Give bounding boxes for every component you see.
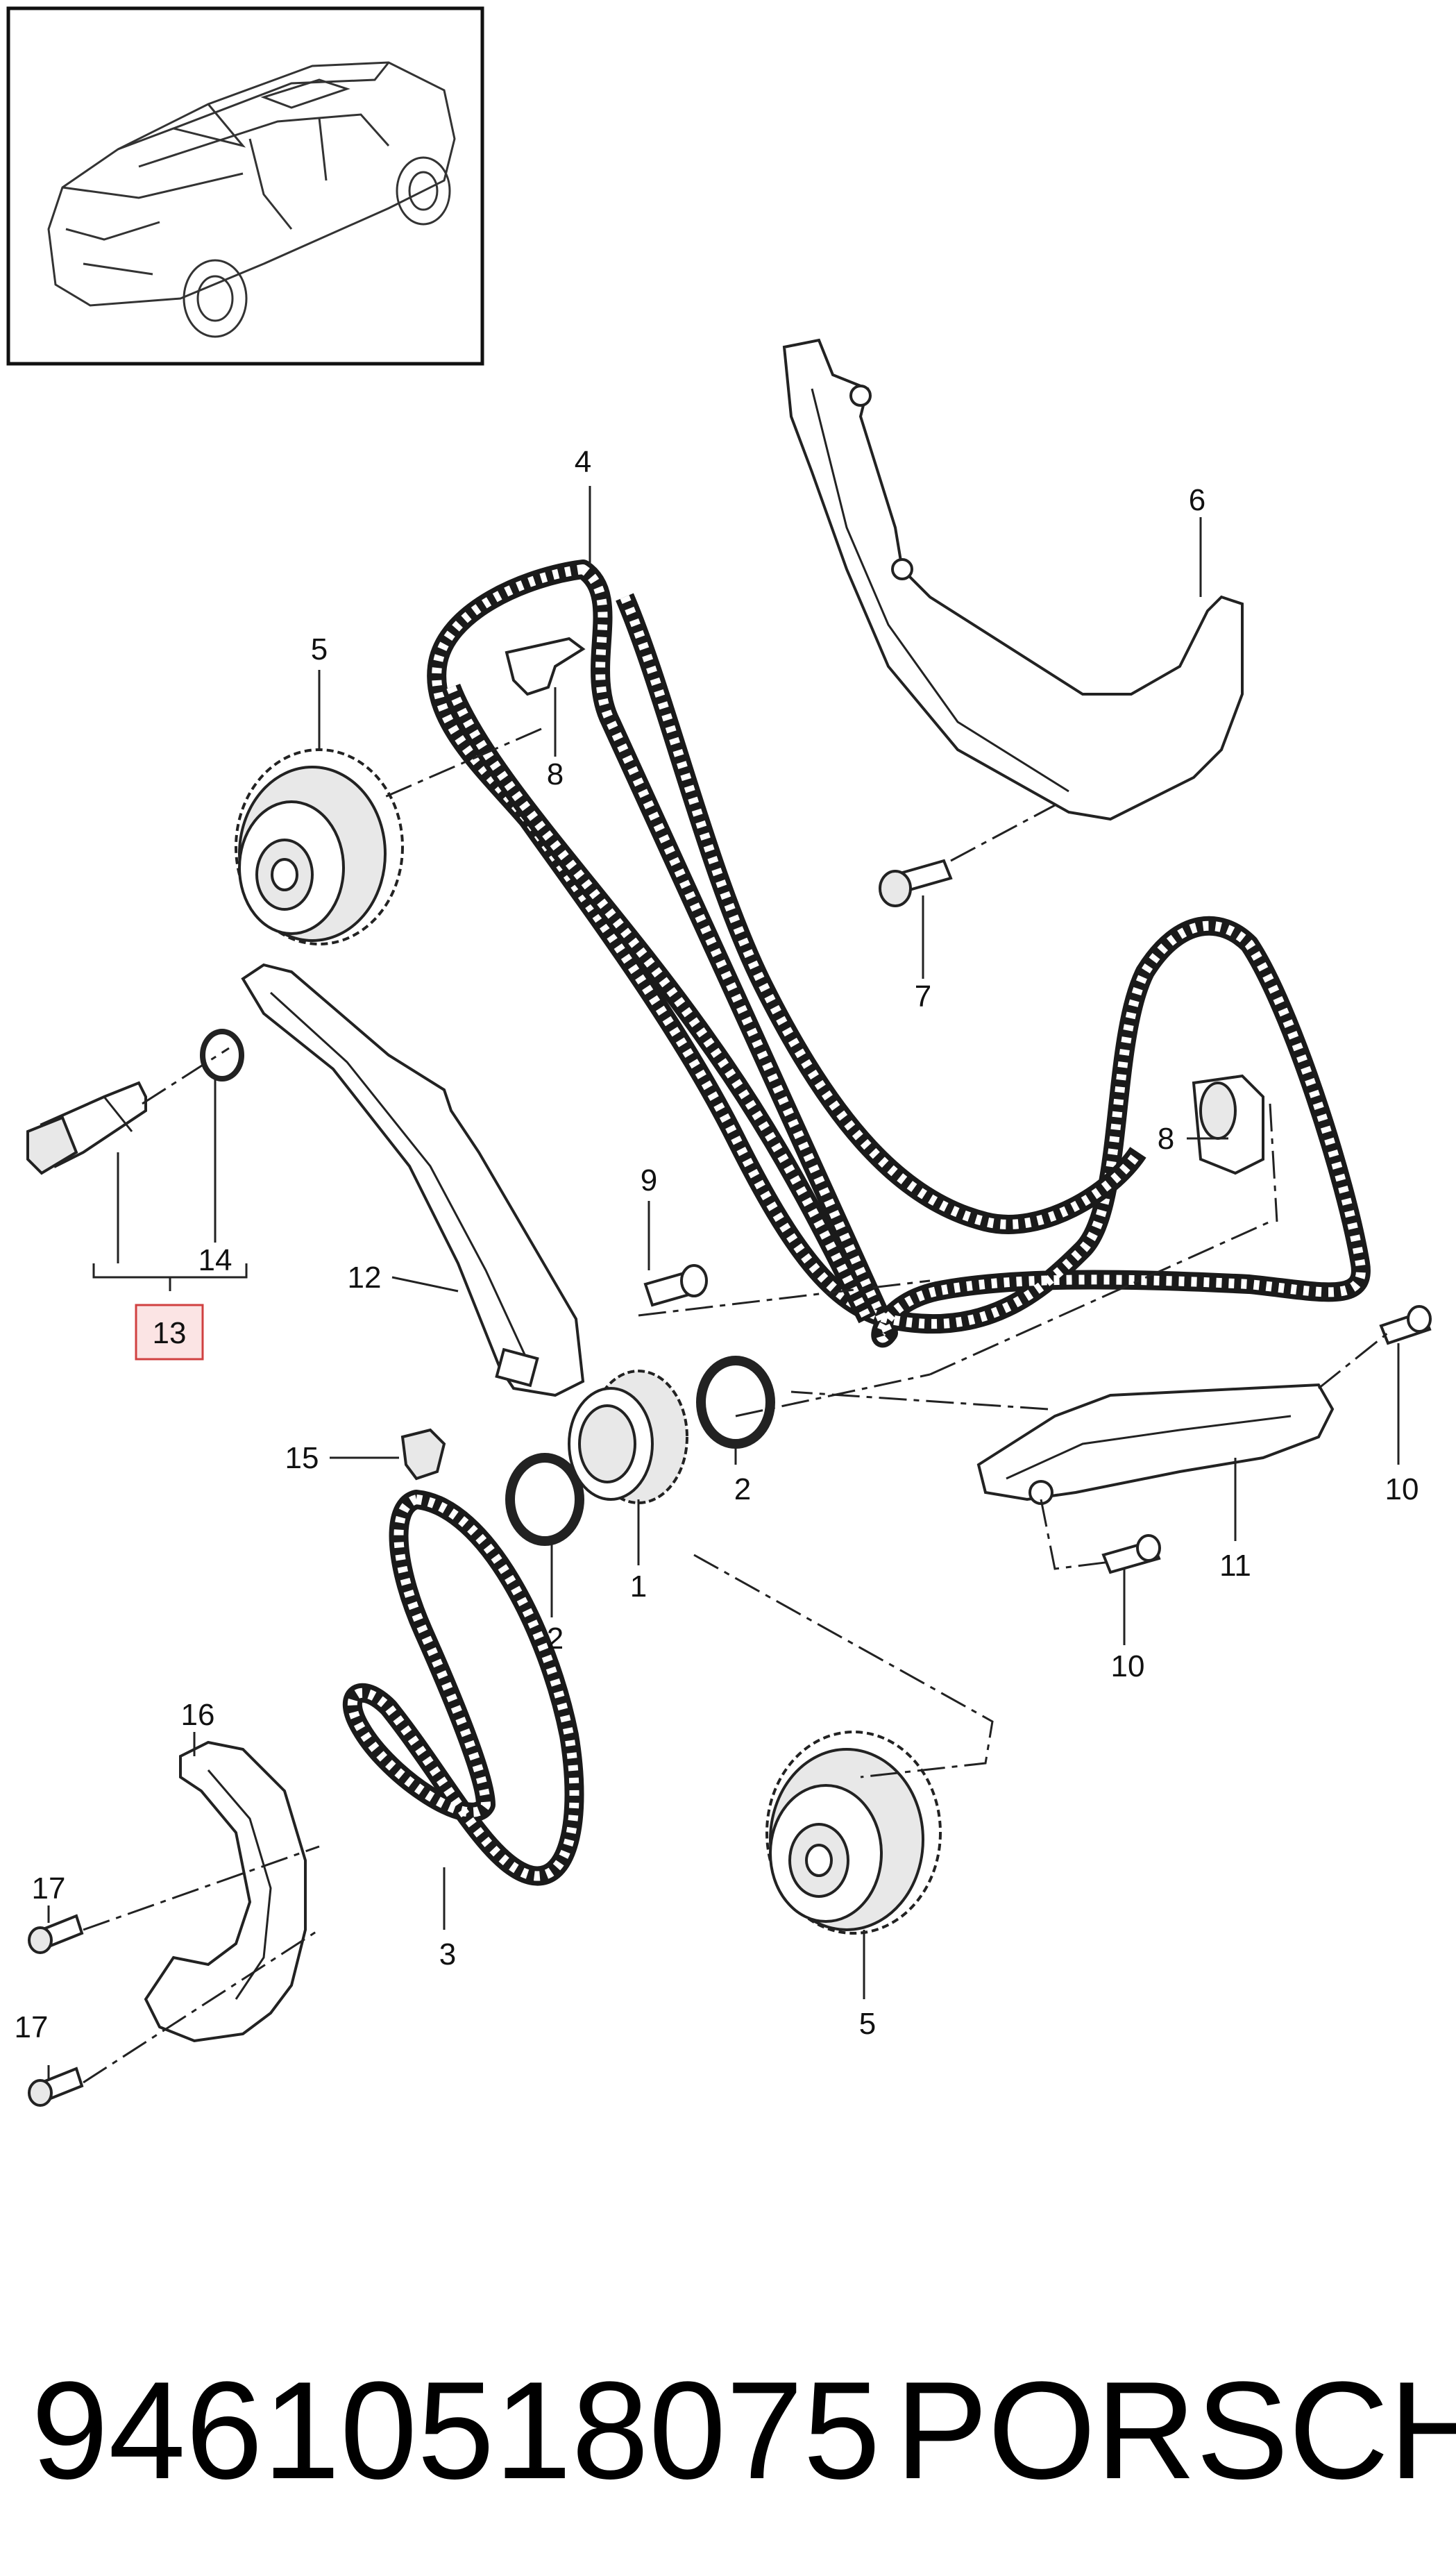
brand-name: PORSCHE	[895, 2353, 1456, 2508]
bolt-10-lower	[1101, 1534, 1161, 1574]
callout-4: 4	[575, 445, 591, 479]
callout-15: 15	[285, 1441, 319, 1475]
footer: 94610518075 PORSCHE	[31, 2353, 1456, 2508]
assembly-lines	[83, 727, 1389, 2084]
callout-7: 7	[915, 979, 931, 1013]
lower-timing-chain	[342, 1490, 584, 1886]
bolt-10-upper	[1379, 1305, 1432, 1345]
camshaft-adjuster-upper	[235, 748, 404, 945]
callout-10-upper: 10	[1385, 1472, 1419, 1506]
callout-13: 13	[153, 1316, 187, 1350]
guide-block-upper	[505, 637, 586, 696]
bolt-7	[879, 859, 953, 907]
callout-6: 6	[1189, 483, 1205, 517]
callout-2-lower: 2	[547, 1622, 564, 1656]
callout-leaders	[47, 486, 1400, 2079]
highlight-box-13	[135, 1304, 204, 1361]
callout-14: 14	[198, 1243, 232, 1277]
callout-10-lower: 10	[1111, 1649, 1145, 1683]
callout-11: 11	[1219, 1549, 1251, 1583]
callout-1: 1	[630, 1570, 647, 1604]
suv-illustration	[47, 61, 456, 338]
chain-guide-lower	[144, 1740, 307, 2043]
callout-5-lower: 5	[859, 2007, 876, 2041]
callout-17-upper: 17	[32, 1871, 66, 1905]
callout-8-right: 8	[1158, 1122, 1174, 1156]
o-ring	[200, 1029, 244, 1082]
crankshaft-sprocket	[568, 1370, 688, 1504]
bolt-17-upper	[28, 1914, 84, 1954]
camshaft-adjuster-lower	[765, 1731, 942, 1935]
chain-tensioner	[26, 1081, 147, 1175]
guide-block-right	[1192, 1074, 1264, 1175]
callout-9: 9	[641, 1163, 657, 1197]
bolt-17-lower	[28, 2067, 84, 2107]
callout-labels: 4 6 5 8 7 8 9 14 12 13 15 2 10 11 1 2 10…	[15, 445, 1419, 2044]
callout-17-lower: 17	[15, 2010, 49, 2044]
callout-5-upper: 5	[311, 632, 328, 666]
tensioner-rail	[241, 963, 585, 1397]
callout-16: 16	[181, 1698, 215, 1732]
upper-timing-chain	[427, 559, 1371, 1348]
callout-2-upper: 2	[734, 1472, 751, 1506]
bolt-9	[643, 1264, 708, 1307]
thrust-washer-upper	[696, 1356, 775, 1449]
tensioner-rail-right	[976, 1383, 1335, 1505]
chain-guide-upper	[782, 338, 1244, 821]
callout-8-upper: 8	[547, 757, 564, 791]
chain-guide-small	[400, 1428, 446, 1481]
vehicle-thumbnail	[6, 6, 484, 366]
callout-12: 12	[348, 1261, 382, 1295]
part-number: 94610518075	[31, 2353, 881, 2508]
thrust-washer-lower	[505, 1453, 584, 1546]
callout-3: 3	[439, 1937, 456, 1971]
